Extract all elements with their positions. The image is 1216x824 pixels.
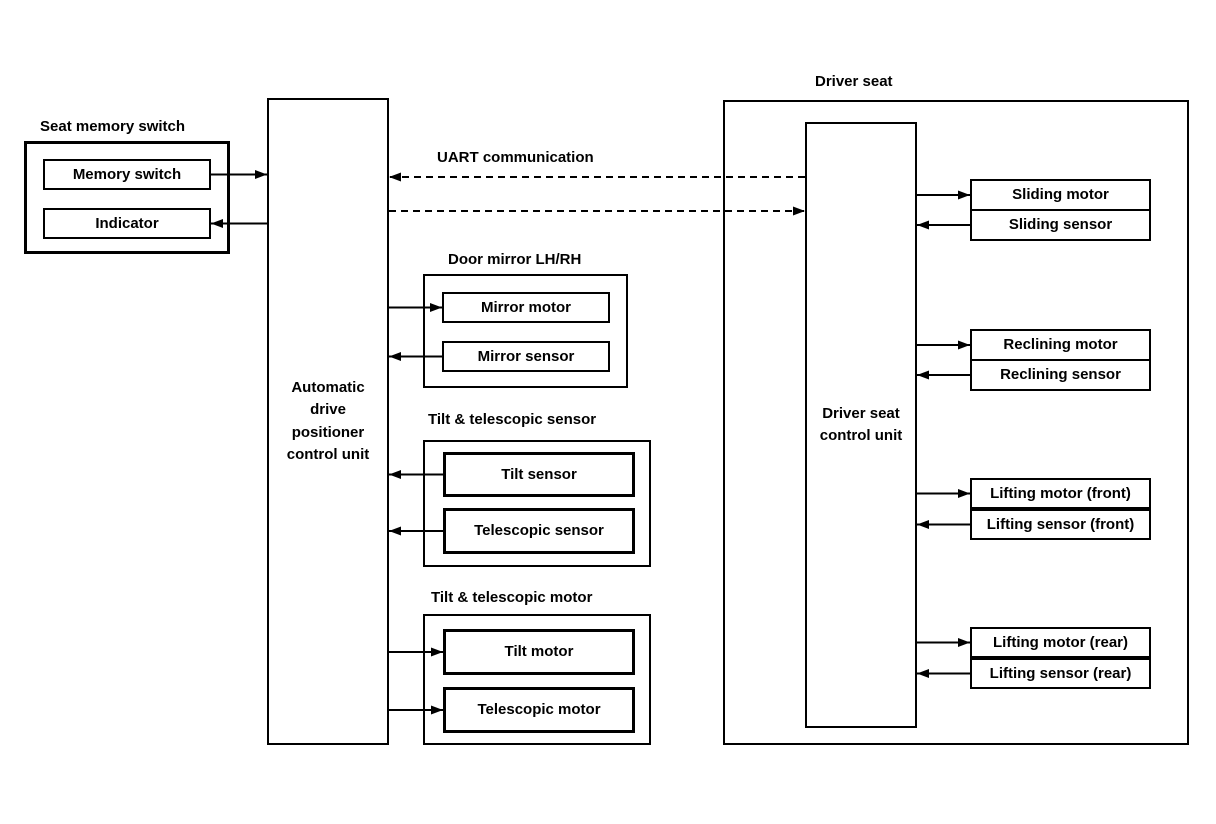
driver-seat-control-unit-box: Driver seat control unit	[805, 122, 917, 728]
lifting-motor-rear-box: Lifting motor (rear)	[970, 627, 1151, 658]
mirror-sensor-box: Mirror sensor	[442, 341, 610, 372]
tilt-motor-box: Tilt motor	[443, 629, 635, 675]
sliding-motor-box: Sliding motor	[970, 179, 1151, 211]
adp-control-unit-box: Automatic drive positioner control unit	[267, 98, 389, 745]
lifting-sensor-rear-box: Lifting sensor (rear)	[970, 658, 1151, 689]
indicator-box: Indicator	[43, 208, 211, 239]
lifting-sensor-front-box: Lifting sensor (front)	[970, 509, 1151, 540]
reclining-sensor-box: Reclining sensor	[970, 359, 1151, 391]
lifting-motor-front-box: Lifting motor (front)	[970, 478, 1151, 509]
tilt-telescopic-motor-title: Tilt & telescopic motor	[431, 589, 593, 606]
door-mirror-title: Door mirror LH/RH	[448, 251, 582, 268]
telescopic-motor-box: Telescopic motor	[443, 687, 635, 733]
tilt-sensor-box: Tilt sensor	[443, 452, 635, 497]
tilt-telescopic-sensor-title: Tilt & telescopic sensor	[428, 411, 597, 428]
memory-switch-box: Memory switch	[43, 159, 211, 190]
uart-communication-label: UART communication	[437, 149, 594, 166]
mirror-motor-box: Mirror motor	[442, 292, 610, 323]
reclining-motor-box: Reclining motor	[970, 329, 1151, 361]
sliding-sensor-box: Sliding sensor	[970, 209, 1151, 241]
driver-seat-title: Driver seat	[815, 73, 893, 90]
seat-memory-switch-title: Seat memory switch	[40, 118, 186, 135]
telescopic-sensor-box: Telescopic sensor	[443, 508, 635, 554]
